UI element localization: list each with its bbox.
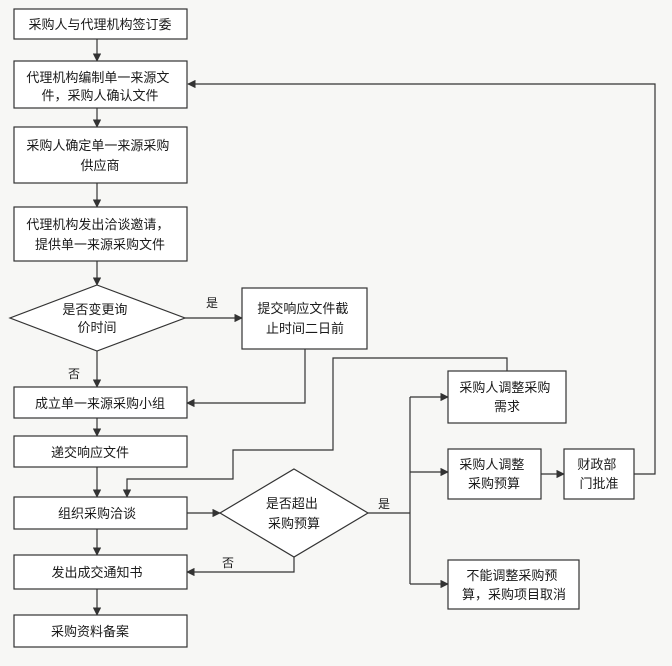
label-d1: 是否变更询 价时间: [62, 302, 131, 336]
label-n2: 代理机构编制单一来源文 件，采购人确认文件: [26, 71, 173, 104]
label-n1: 采购人与代理机构签订委: [28, 17, 171, 33]
label-n5: 提交响应文件截 止时间二日前: [257, 301, 352, 337]
node-cancel-project: [447, 559, 580, 610]
label-r4: 不能调整采购预 算，采购项目取消: [462, 568, 566, 603]
edge-r1-n8: [122, 357, 508, 498]
node-issue-notice: [13, 554, 188, 590]
node-issue-invitation: [13, 206, 188, 262]
label-d2-yes: 是: [378, 497, 390, 511]
label-d2-no: 否: [222, 556, 234, 570]
label-d1-no: 否: [68, 367, 80, 381]
label-n7: 递交响应文件: [51, 445, 129, 461]
decision-over-budget: [218, 468, 370, 558]
label-r2: 采购人调整 采购预算: [459, 457, 528, 492]
node-adjust-demand: [447, 370, 567, 424]
label-n10: 采购资料备案: [51, 624, 129, 640]
node-finance-approval: [563, 448, 635, 500]
decision-change-time: [8, 284, 187, 352]
label-n6: 成立单一来源采购小组: [35, 396, 165, 412]
node-determine-supplier: [13, 126, 188, 184]
edge-r3-n2: [187, 79, 656, 475]
node-form-group: [13, 386, 188, 419]
node-archive: [13, 614, 188, 648]
label-d1-yes: 是: [206, 296, 218, 310]
node-adjust-budget: [447, 448, 542, 500]
label-n4: 代理机构发出洽谈邀请， 提供单一来源采购文件: [26, 217, 173, 253]
edge-n5-n6: [186, 349, 306, 408]
label-n3: 采购人确定单一来源采购 供应商: [26, 138, 173, 174]
edge-d2-n9: [186, 557, 295, 577]
label-n9: 发出成交通知书: [51, 565, 142, 581]
node-submit-deadline: [241, 287, 368, 350]
node-negotiation: [13, 496, 188, 530]
node-submit-response: [13, 435, 188, 468]
node-sign-agreement: [13, 8, 188, 40]
label-r3: 财政部 门批准: [577, 458, 620, 492]
label-r1: 采购人调整采购 需求: [459, 380, 554, 415]
node-prepare-docs: [13, 60, 188, 109]
label-n8: 组织采购洽谈: [58, 506, 136, 522]
label-d2: 是否超出 采购预算: [266, 497, 322, 532]
